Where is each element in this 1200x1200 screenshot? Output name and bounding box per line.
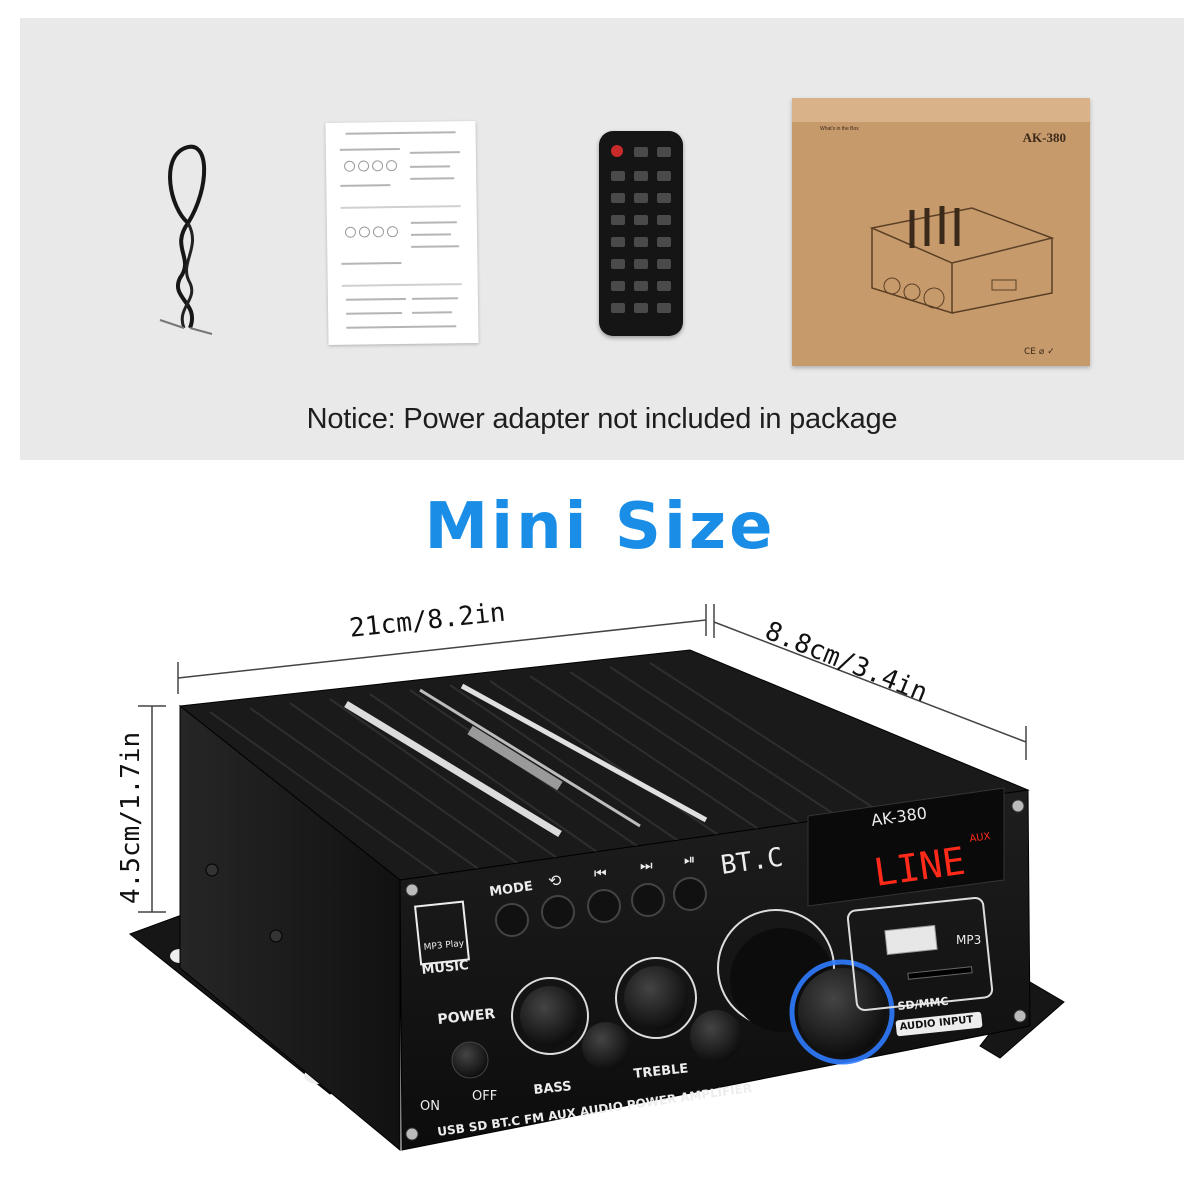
next-button[interactable] bbox=[631, 883, 665, 917]
box-model-label: AK-380 bbox=[1022, 130, 1066, 145]
music-label: MUSIC bbox=[421, 958, 470, 978]
bass-label: BASS bbox=[533, 1079, 572, 1098]
volume-knob[interactable] bbox=[730, 928, 895, 1065]
svg-text:CE ⌀ ✓: CE ⌀ ✓ bbox=[1024, 347, 1055, 356]
package-contents-panel: What's in the Box AK-380 CE ⌀ ✓ Notice: … bbox=[20, 18, 1184, 460]
previous-icon: ⏮ bbox=[594, 866, 607, 882]
play-pause-button[interactable] bbox=[673, 877, 707, 911]
play-pause-icon: ⏯ bbox=[684, 852, 695, 868]
power-off-label: OFF bbox=[472, 1089, 497, 1104]
mini-size-heading: Mini Size bbox=[424, 490, 776, 564]
repeat-button[interactable] bbox=[541, 895, 575, 929]
mode-label: MODE bbox=[488, 879, 533, 900]
audio-cable-image bbox=[159, 144, 213, 335]
power-on-label: ON bbox=[420, 1099, 440, 1114]
usb-port[interactable] bbox=[884, 924, 938, 956]
treble-label: TREBLE bbox=[633, 1061, 689, 1082]
packaging-box-image: What's in the Box AK-380 CE ⌀ ✓ bbox=[792, 98, 1090, 366]
box-contents-label: What's in the Box bbox=[820, 126, 859, 132]
power-label: POWER bbox=[437, 1006, 497, 1028]
box-amplifier-sketch bbox=[869, 206, 1055, 315]
power-adapter-notice: Notice: Power adapter not included in pa… bbox=[306, 403, 898, 435]
sd-card-slot[interactable] bbox=[907, 966, 973, 980]
usb-label: MP3 bbox=[956, 933, 981, 947]
ce-mark-icon: CE ⌀ ✓ bbox=[1024, 347, 1055, 356]
remote-control-image bbox=[599, 131, 683, 336]
bass-knob[interactable] bbox=[520, 986, 630, 1070]
treble-knob[interactable] bbox=[624, 966, 742, 1062]
mp3-badge: MP3 Play bbox=[423, 939, 465, 953]
next-icon: ⏭ bbox=[640, 858, 653, 874]
previous-button[interactable] bbox=[587, 889, 621, 923]
sd-label: SD/MMC bbox=[897, 995, 949, 1013]
repeat-icon: ⟲ bbox=[548, 871, 562, 890]
display-aux-tag: AUX bbox=[969, 831, 991, 845]
power-switch[interactable] bbox=[451, 1041, 489, 1079]
mode-button[interactable] bbox=[495, 903, 529, 937]
